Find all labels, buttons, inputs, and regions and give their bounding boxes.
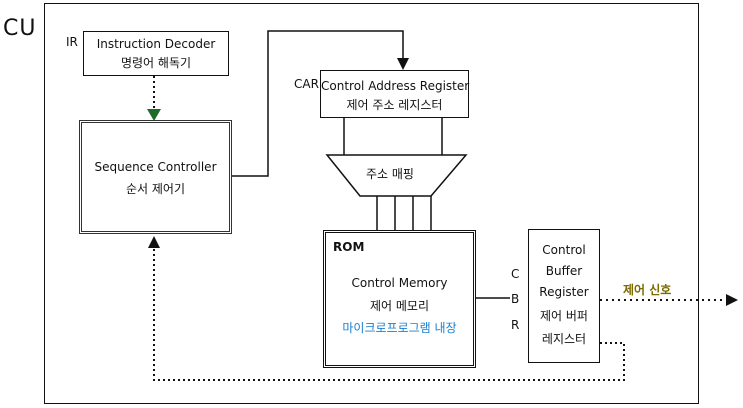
control-signal-label: 제어 신호: [623, 283, 672, 297]
address-mapping-label: 주소 매핑: [366, 167, 414, 181]
cbr-line-1: Control: [542, 243, 586, 257]
feedback-loop-arrowhead: [148, 236, 160, 248]
decoder-to-sequencer-arrowhead: [147, 109, 161, 121]
instruction-decoder-subtitle: 명령어 해독기: [120, 56, 192, 70]
sequence-controller-title: Sequence Controller: [94, 160, 217, 174]
cbr-line-5: 레지스터: [541, 332, 587, 346]
cbr-line-2: Buffer: [545, 264, 583, 278]
control-signal-arrowhead: [726, 294, 738, 306]
control-buffer-register-box: Control Buffer Register 제어 버퍼 레지스터: [528, 229, 600, 363]
cbr-line-4: 제어 버퍼: [540, 309, 588, 323]
ir-tag: IR: [66, 35, 78, 49]
sequence-controller-box: Sequence Controller 순서 제어기: [79, 120, 232, 234]
control-memory-box: ROM Control Memory 제어 메모리 마이크로프로그램 내장: [323, 230, 476, 368]
control-memory-subtitle: 제어 메모리: [369, 299, 429, 313]
rom-tag: ROM: [333, 240, 365, 254]
sequencer-to-car-arrowhead: [397, 58, 409, 70]
sequence-controller-subtitle: 순서 제어기: [125, 182, 185, 196]
instruction-decoder-title: Instruction Decoder: [96, 37, 216, 51]
sequencer-to-car-line: [232, 30, 404, 177]
control-memory-title: Control Memory: [351, 276, 448, 290]
cbr-line-3: Register: [539, 285, 589, 299]
microprogram-note: 마이크로프로그램 내장: [342, 321, 457, 335]
cbr-letter-b: B: [511, 292, 520, 306]
car-subtitle: 제어 주소 레지스터: [346, 98, 443, 112]
car-title: Control Address Register: [321, 79, 470, 93]
instruction-decoder-box: Instruction Decoder 명령어 해독기: [83, 31, 229, 76]
car-tag: CAR: [294, 77, 319, 91]
control-address-register-box: Control Address Register 제어 주소 레지스터: [320, 70, 469, 118]
cu-label: CU: [3, 16, 37, 41]
cbr-letter-c: C: [511, 267, 520, 281]
cbr-letter-r: R: [511, 318, 520, 332]
feedback-loop-line: [153, 248, 625, 381]
